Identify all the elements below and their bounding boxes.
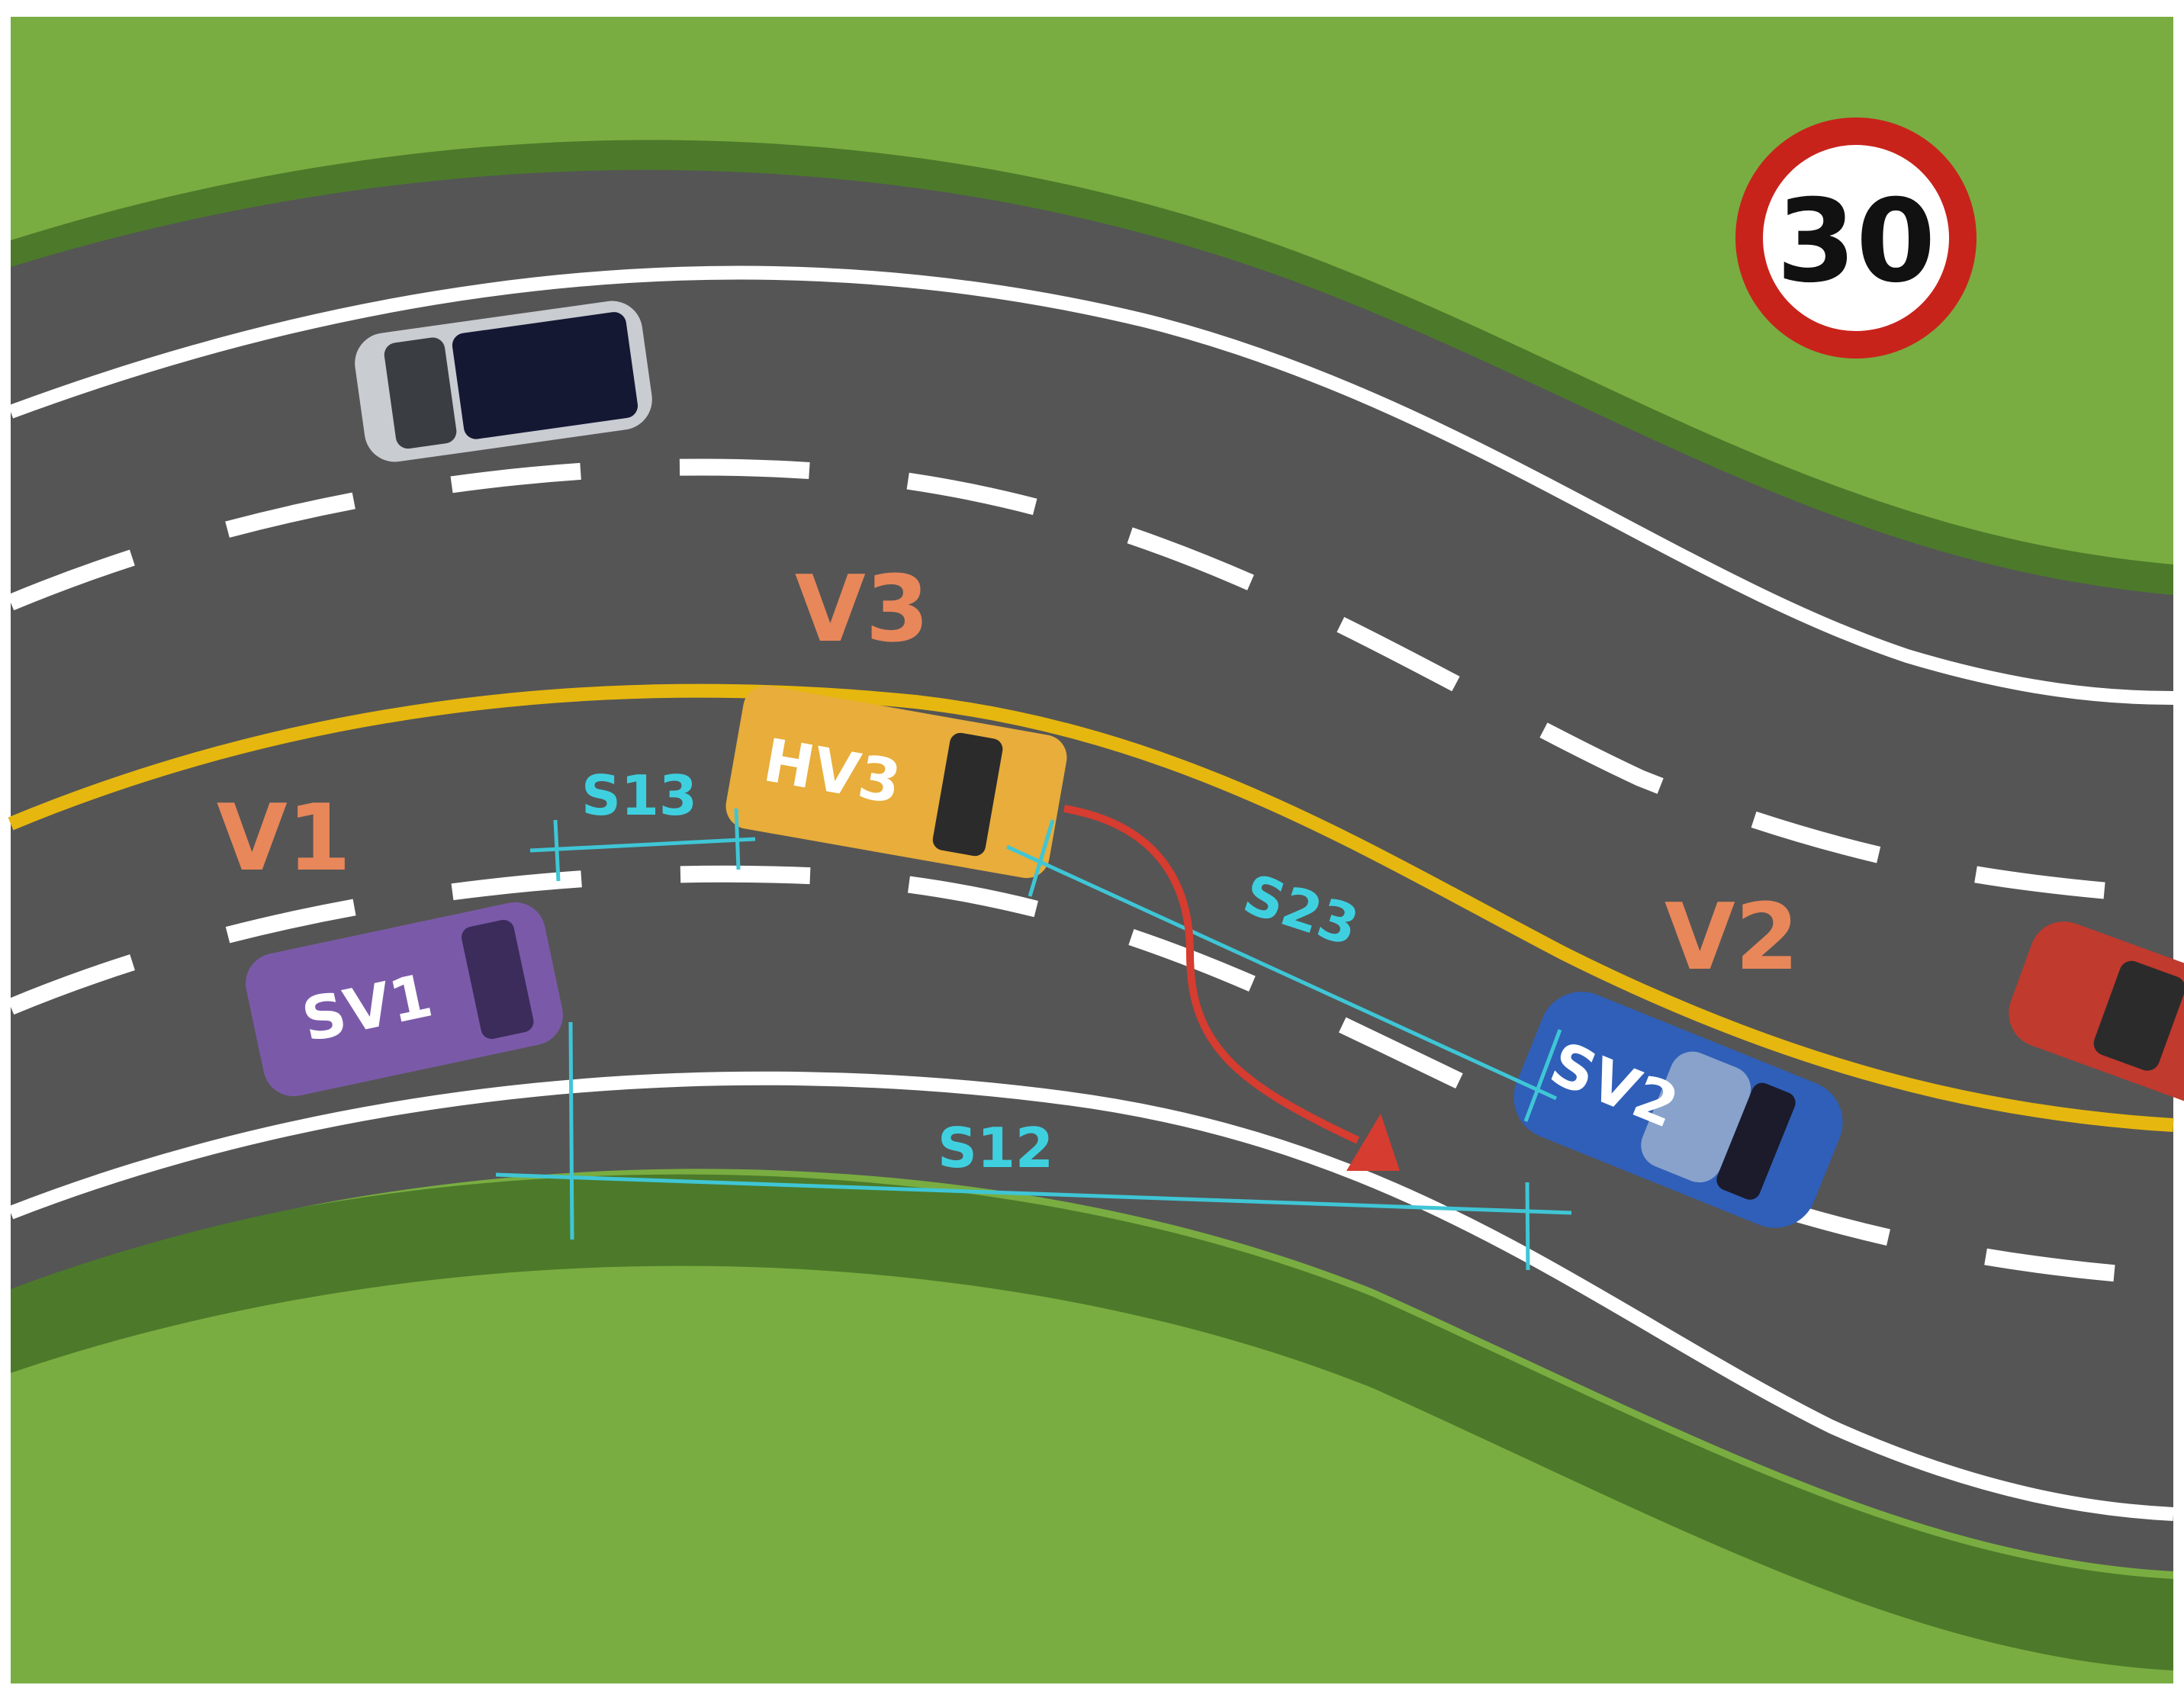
vehicle-sv1: SV1	[246, 902, 563, 1097]
measure-s23-tick-right	[1523, 1029, 1562, 1122]
lane-line-lower	[7, 865, 2174, 1286]
sign-speed-value: 30	[1777, 175, 1936, 308]
measure-s23-tick-left	[1028, 819, 1055, 897]
measure-s12-tick-left	[568, 1021, 574, 1240]
speed-label-v2: V2	[1665, 885, 1799, 991]
road-surface	[11, 169, 2173, 1572]
speed-limit-sign: 30	[1735, 117, 1977, 359]
measure-s12-line	[495, 1172, 1572, 1215]
vehicle-sv2: SV2	[1513, 992, 1843, 1228]
edge-line-bottom	[8, 1071, 2174, 1521]
edge-line-top	[8, 265, 2174, 705]
measure-s13-tick-right	[734, 808, 741, 870]
lane-line-upper	[7, 458, 2174, 905]
measure-s12-tick-right	[1525, 1182, 1530, 1271]
measure-lines	[495, 808, 1572, 1271]
hv3-trajectory-arrowhead	[1346, 1114, 1400, 1171]
vehicle-hv3: HV3	[725, 685, 1067, 879]
hv3-trajectory-line	[1063, 805, 1360, 1144]
speed-label-v3: V3	[795, 557, 929, 663]
center-line	[8, 683, 2174, 1132]
speed-label-v1: V1	[217, 786, 351, 892]
sign-face	[1763, 145, 1949, 331]
measure-s13-tick-left	[553, 819, 561, 882]
vehicle-right-red	[2009, 921, 2184, 1108]
distance-label-s12: S12	[938, 1116, 1053, 1180]
vehicle-top-silver	[355, 301, 652, 462]
distance-label-s13: S13	[581, 764, 697, 828]
grass-verge-bottom	[11, 1174, 2173, 1670]
measure-s13-line	[529, 837, 756, 853]
measure-s23-line	[1005, 844, 1558, 1101]
